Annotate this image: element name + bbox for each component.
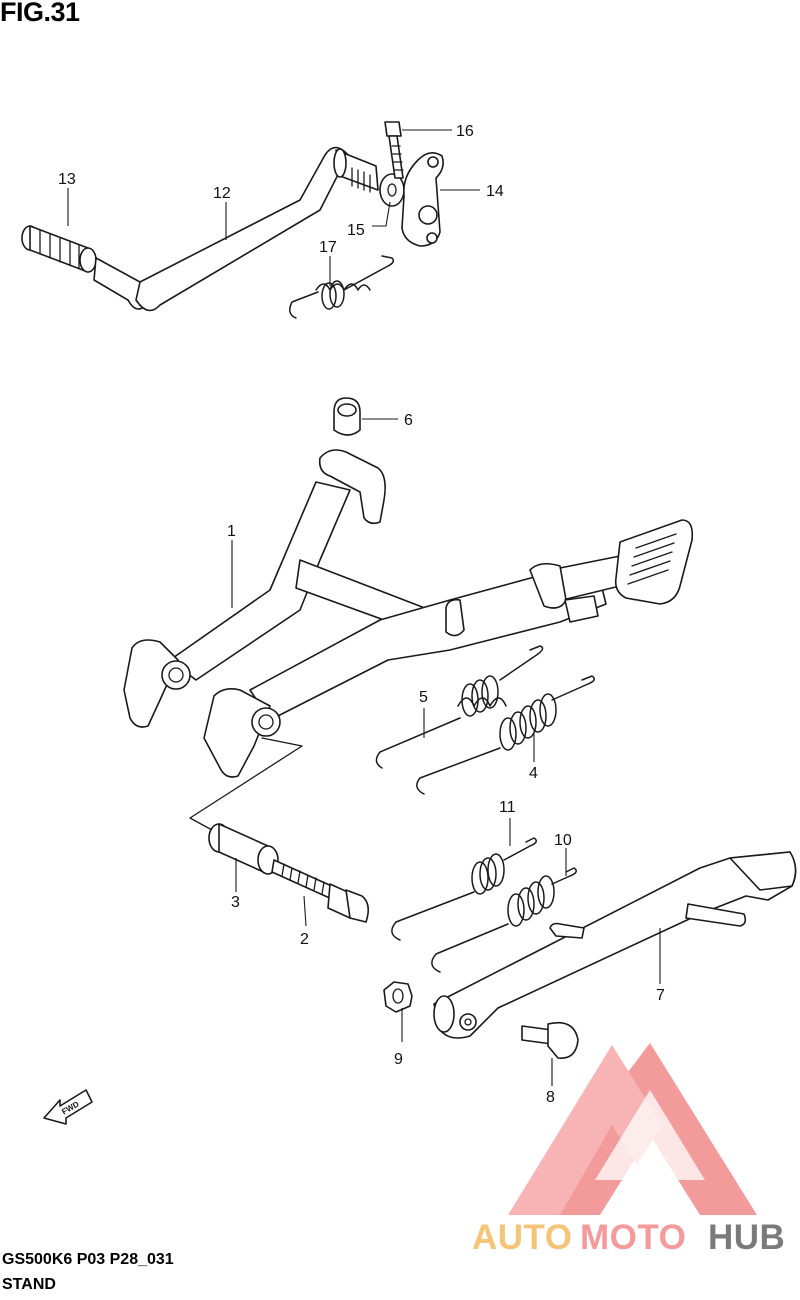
spacer-part-3 <box>208 823 279 875</box>
callout-13: 13 <box>58 171 76 188</box>
callout-labels: 1 2 3 4 5 6 7 8 9 10 11 12 13 14 15 16 1… <box>58 123 665 1106</box>
callout-5: 5 <box>419 689 428 706</box>
callout-4: 4 <box>529 765 538 782</box>
callout-2: 2 <box>300 931 309 948</box>
side-stand-spring-part-10 <box>431 867 577 973</box>
automotohub-logo <box>508 1043 757 1215</box>
callout-17: 17 <box>319 239 337 256</box>
side-stand-spring-part-11 <box>391 837 537 941</box>
callout-15: 15 <box>347 222 365 239</box>
watermark-hub: HUB <box>708 1218 786 1257</box>
footpeg-rubber-part-13 <box>21 225 97 273</box>
figure-name: STAND <box>2 1276 56 1293</box>
center-stand-part-1 <box>123 397 694 831</box>
fwd-direction-arrow: FWD <box>43 1089 93 1125</box>
gearshift-lever-part-12 <box>93 146 379 312</box>
stand-spring-part-4 <box>416 675 595 795</box>
nut-part-9 <box>383 981 413 1013</box>
callout-10: 10 <box>554 832 572 849</box>
callout-12: 12 <box>213 185 231 202</box>
callout-14: 14 <box>486 183 504 200</box>
callout-11: 11 <box>499 799 516 816</box>
figure-code: GS500K6 P03 P28_031 <box>2 1251 174 1268</box>
pivot-bolt-part-8 <box>521 1021 579 1059</box>
watermark-moto: MOTO <box>580 1218 687 1257</box>
callout-1: 1 <box>227 523 236 540</box>
return-spring-part-17 <box>289 255 395 319</box>
callout-7: 7 <box>656 987 665 1004</box>
callout-16: 16 <box>456 123 474 140</box>
callout-3: 3 <box>231 894 240 911</box>
callout-8: 8 <box>546 1089 555 1106</box>
side-stand-part-7 <box>433 851 797 1039</box>
bolt-part-16 <box>384 121 404 179</box>
watermark-auto: AUTO <box>472 1218 573 1257</box>
stand-spring-part-5 <box>375 645 544 769</box>
callout-9: 9 <box>394 1051 403 1068</box>
gearshift-assembly <box>21 121 444 319</box>
bolt-part-2 <box>271 859 370 923</box>
washer-part-15 <box>379 173 405 207</box>
gearshift-arm-part-14 <box>401 152 444 247</box>
leader-lines <box>67 129 661 1086</box>
figure-title: FIG.31 <box>0 0 80 27</box>
stopper-rubber-part-6 <box>333 397 361 436</box>
callout-6: 6 <box>404 412 413 429</box>
